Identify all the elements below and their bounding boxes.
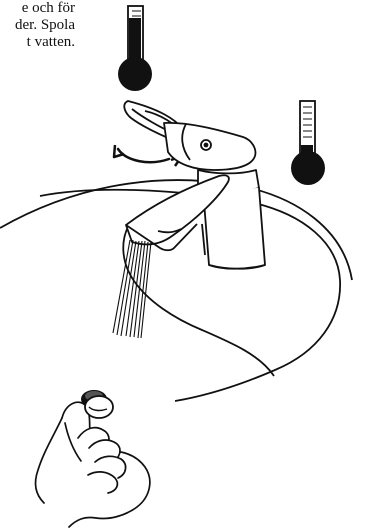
instruction-line-3: t vatten. xyxy=(27,34,75,51)
instruction-line-2: der. Spola xyxy=(15,17,75,34)
water-stream xyxy=(113,240,151,338)
instruction-line-1: e och för xyxy=(22,0,75,17)
instruction-text-fragment: e och för der. Spola t vatten. xyxy=(0,0,75,72)
faucet-icon xyxy=(124,101,265,269)
thermometer-hot-icon xyxy=(291,101,325,185)
hand-illustration xyxy=(36,402,150,527)
